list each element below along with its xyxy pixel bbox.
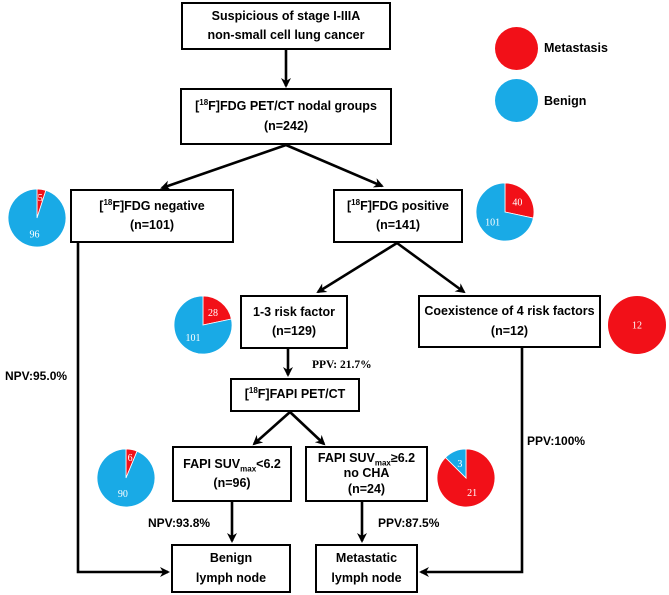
pie-fdg-positive-metastasis-value: 40: [512, 197, 522, 208]
box-fdg-positive-line2: (n=141): [375, 218, 421, 232]
box-fdg-negative-line2: (n=101): [129, 218, 175, 232]
box-risk13-line1: 1-3 risk factor: [253, 304, 335, 319]
legend-benign-swatch: [495, 79, 538, 122]
box-fapi-low-line2: (n=96): [213, 476, 251, 490]
box-fdg-positive-line1: [18F]FDG positive: [347, 197, 449, 213]
arrow-fapi-to-low: [252, 411, 291, 446]
pie-fdg-positive: 40 101: [475, 182, 535, 242]
arrow-groups-to-positive: [285, 143, 384, 188]
arrow-risk4-to-metastatic: [419, 348, 524, 577]
pie-fapi-high-benign-value: 3: [457, 459, 462, 470]
box-fapi-line1: [18F]FAPI PET/CT: [244, 386, 346, 402]
pie-fapi-low-metastasis-value: 6: [128, 453, 133, 464]
arrow-fapi-to-high: [289, 411, 326, 446]
pie-risk-1-3-benign-value: 101: [185, 333, 200, 344]
label-npv-93: NPV:93.8%: [148, 516, 211, 530]
box-suspicious-line2: non-small cell lung cancer: [207, 28, 365, 42]
pie-risk-4: 12: [608, 296, 666, 354]
box-fapi-suv-low: FAPI SUVmax<6.2 (n=96): [172, 446, 292, 502]
arrow-positive-to-risk13: [316, 241, 398, 294]
pie-risk-1-3: 28 101: [173, 295, 233, 355]
box-fdg-groups-line1: [18F]FDG PET/CT nodal groups: [195, 97, 377, 114]
box-fapi-low-line1: FAPI SUVmax<6.2: [183, 456, 281, 474]
box-suspicious-line1: Suspicious of stage I-IIIA: [211, 8, 361, 23]
pie-risk-1-3-benign-slice: [173, 295, 233, 355]
label-ppv-21: PPV: 21.7%: [312, 359, 372, 371]
pie-risk-1-3-metastasis-value: 28: [208, 308, 218, 319]
pie-fapi-high-benign-slice: [444, 448, 467, 479]
pie-risk-4-metastasis-slice: [608, 296, 666, 354]
box-benign-lymph-node: Benign lymph node: [171, 544, 291, 593]
box-fdg-groups-line2: (n=242): [263, 118, 309, 133]
pie-fdg-positive-metastasis-slice: [504, 182, 535, 219]
box-fapi-high-line1: FAPI SUVmax≥6.2: [317, 450, 416, 468]
pie-fdg-negative: 5 96: [7, 188, 67, 248]
box-metastatic-line1: Metastatic: [335, 551, 398, 566]
pie-fapi-low-benign-value: 90: [118, 489, 128, 500]
label-npv-95: NPV:95.0%: [5, 369, 68, 383]
box-fdg-negative-line1: [18F]FDG negative: [99, 197, 205, 213]
pie-fdg-positive-benign-value: 101: [485, 218, 500, 229]
pie-risk-4-metastasis-value: 12: [632, 321, 642, 332]
pie-fdg-positive-benign-slice: [475, 182, 534, 242]
box-fapi-suv-high: FAPI SUVmax≥6.2 no CHA (n=24): [305, 446, 428, 502]
legend-metastasis-swatch: [495, 27, 538, 70]
box-fdg-positive: [18F]FDG positive (n=141): [333, 189, 463, 243]
box-fapi-high-line2: no CHA: [343, 466, 390, 481]
box-fdg-nodal-groups: [18F]FDG PET/CT nodal groups (n=242): [180, 88, 392, 145]
arrow-groups-to-negative: [160, 143, 287, 191]
box-risk4-line1: Coexistence of 4 risk factors: [424, 304, 595, 319]
pie-fapi-high-metastasis-value: 21: [467, 488, 477, 499]
pie-fdg-negative-benign-value: 96: [30, 229, 40, 240]
box-risk13-line2: (n=129): [271, 324, 317, 338]
label-ppv-100: PPV:100%: [527, 434, 586, 448]
box-benign-line1: Benign: [209, 551, 253, 566]
box-metastatic-line2: lymph node: [331, 570, 402, 585]
box-metastatic-lymph-node: Metastatic lymph node: [315, 544, 418, 593]
pie-fdg-negative-metastasis-value: 5: [38, 193, 43, 204]
label-ppv-87: PPV:87.5%: [378, 516, 440, 530]
box-fapi-petct: [18F]FAPI PET/CT: [230, 378, 360, 412]
box-fdg-negative: [18F]FDG negative (n=101): [70, 189, 234, 243]
box-risk-4: Coexistence of 4 risk factors (n=12): [418, 295, 601, 348]
pie-fapi-low: 6 90: [96, 448, 156, 508]
pie-fdg-negative-benign-slice: [7, 188, 67, 248]
pie-fapi-high-metastasis-slice: [436, 448, 496, 508]
arrow-negative-to-benign: [76, 243, 170, 577]
pie-fapi-low-benign-slice: [96, 448, 156, 508]
box-fapi-high-line3: (n=24): [347, 481, 386, 496]
box-benign-line2: lymph node: [195, 570, 267, 585]
pie-fapi-high: 21 3: [436, 448, 496, 508]
pie-risk-1-3-metastasis-slice: [202, 295, 232, 326]
arrow-positive-to-risk4: [396, 241, 466, 294]
box-risk4-line2: (n=12): [490, 323, 529, 338]
legend-benign-label: Benign: [544, 94, 587, 108]
box-risk-1-3: 1-3 risk factor (n=129): [240, 295, 348, 349]
box-suspicious-nsclc: Suspicious of stage I-IIIA non-small cel…: [181, 2, 391, 50]
legend-metastasis-label: Metastasis: [544, 41, 608, 55]
